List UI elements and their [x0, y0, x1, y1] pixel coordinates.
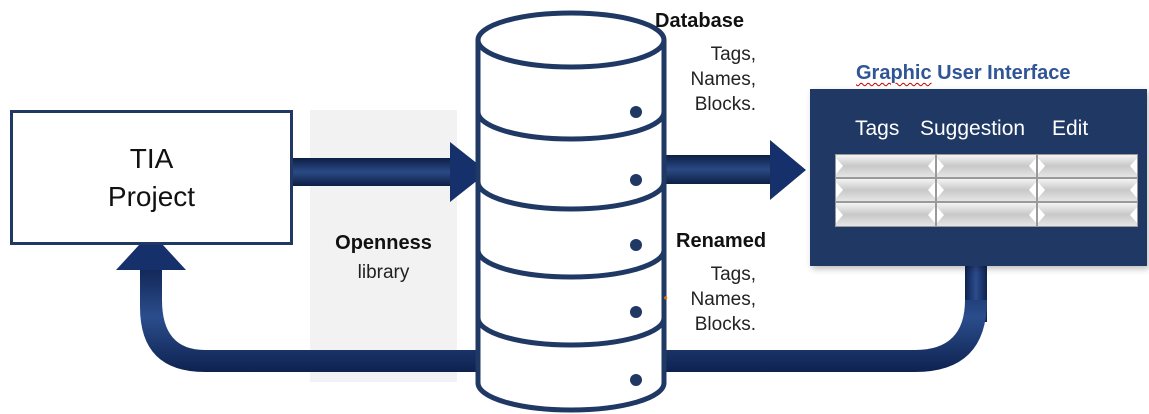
arrow-tia-to-database — [293, 142, 488, 202]
database-title: Database — [655, 10, 744, 32]
gui-title-word-graphic: Graphic — [856, 62, 932, 84]
table-cell[interactable] — [1037, 178, 1138, 202]
database-cylinder — [475, 10, 667, 413]
renamed-item-blocks: Blocks. — [694, 314, 756, 335]
table-cell[interactable] — [835, 202, 936, 227]
table-cell[interactable] — [936, 178, 1037, 202]
arrow-database-to-gui — [665, 140, 806, 200]
table-cell[interactable] — [1037, 154, 1138, 178]
database-item-names: Names, — [690, 69, 756, 90]
gui-title: Graphic User Interface — [856, 62, 1071, 85]
column-header-tags: Tags — [855, 117, 900, 140]
column-header-suggestion: Suggestion — [920, 117, 1026, 140]
table-cell[interactable] — [1037, 202, 1138, 227]
renamed-item-tags: Tags, — [710, 264, 756, 285]
gui-table — [835, 154, 1138, 227]
renamed-title: Renamed — [676, 230, 767, 252]
openness-library-band — [310, 110, 457, 382]
bullet-mark: • — [663, 291, 668, 305]
project-label: Project — [107, 180, 196, 212]
openness-title: Openness — [335, 232, 432, 254]
table-cell[interactable] — [936, 202, 1037, 227]
database-items: Tags, Names, Blocks. — [691, 42, 756, 117]
tia-project-box: TIA Project — [10, 110, 293, 245]
gui-panel: Tags Suggestion Edit — [810, 89, 1147, 266]
table-cell[interactable] — [835, 154, 936, 178]
column-header-edit: Edit — [1052, 117, 1089, 140]
table-cell[interactable] — [835, 178, 936, 202]
table-cell[interactable] — [936, 154, 1037, 178]
renamed-items: Tags, • Names, Blocks. — [664, 262, 756, 337]
renamed-item-names: • Names, — [664, 287, 756, 312]
database-item-blocks: Blocks. — [694, 94, 756, 115]
openness-subtitle: library — [357, 262, 410, 283]
database-indicator-dots — [630, 106, 642, 386]
database-item-tags: Tags, — [710, 44, 756, 65]
gui-title-rest: User Interface — [931, 62, 1071, 84]
tia-label: TIA — [129, 142, 174, 174]
